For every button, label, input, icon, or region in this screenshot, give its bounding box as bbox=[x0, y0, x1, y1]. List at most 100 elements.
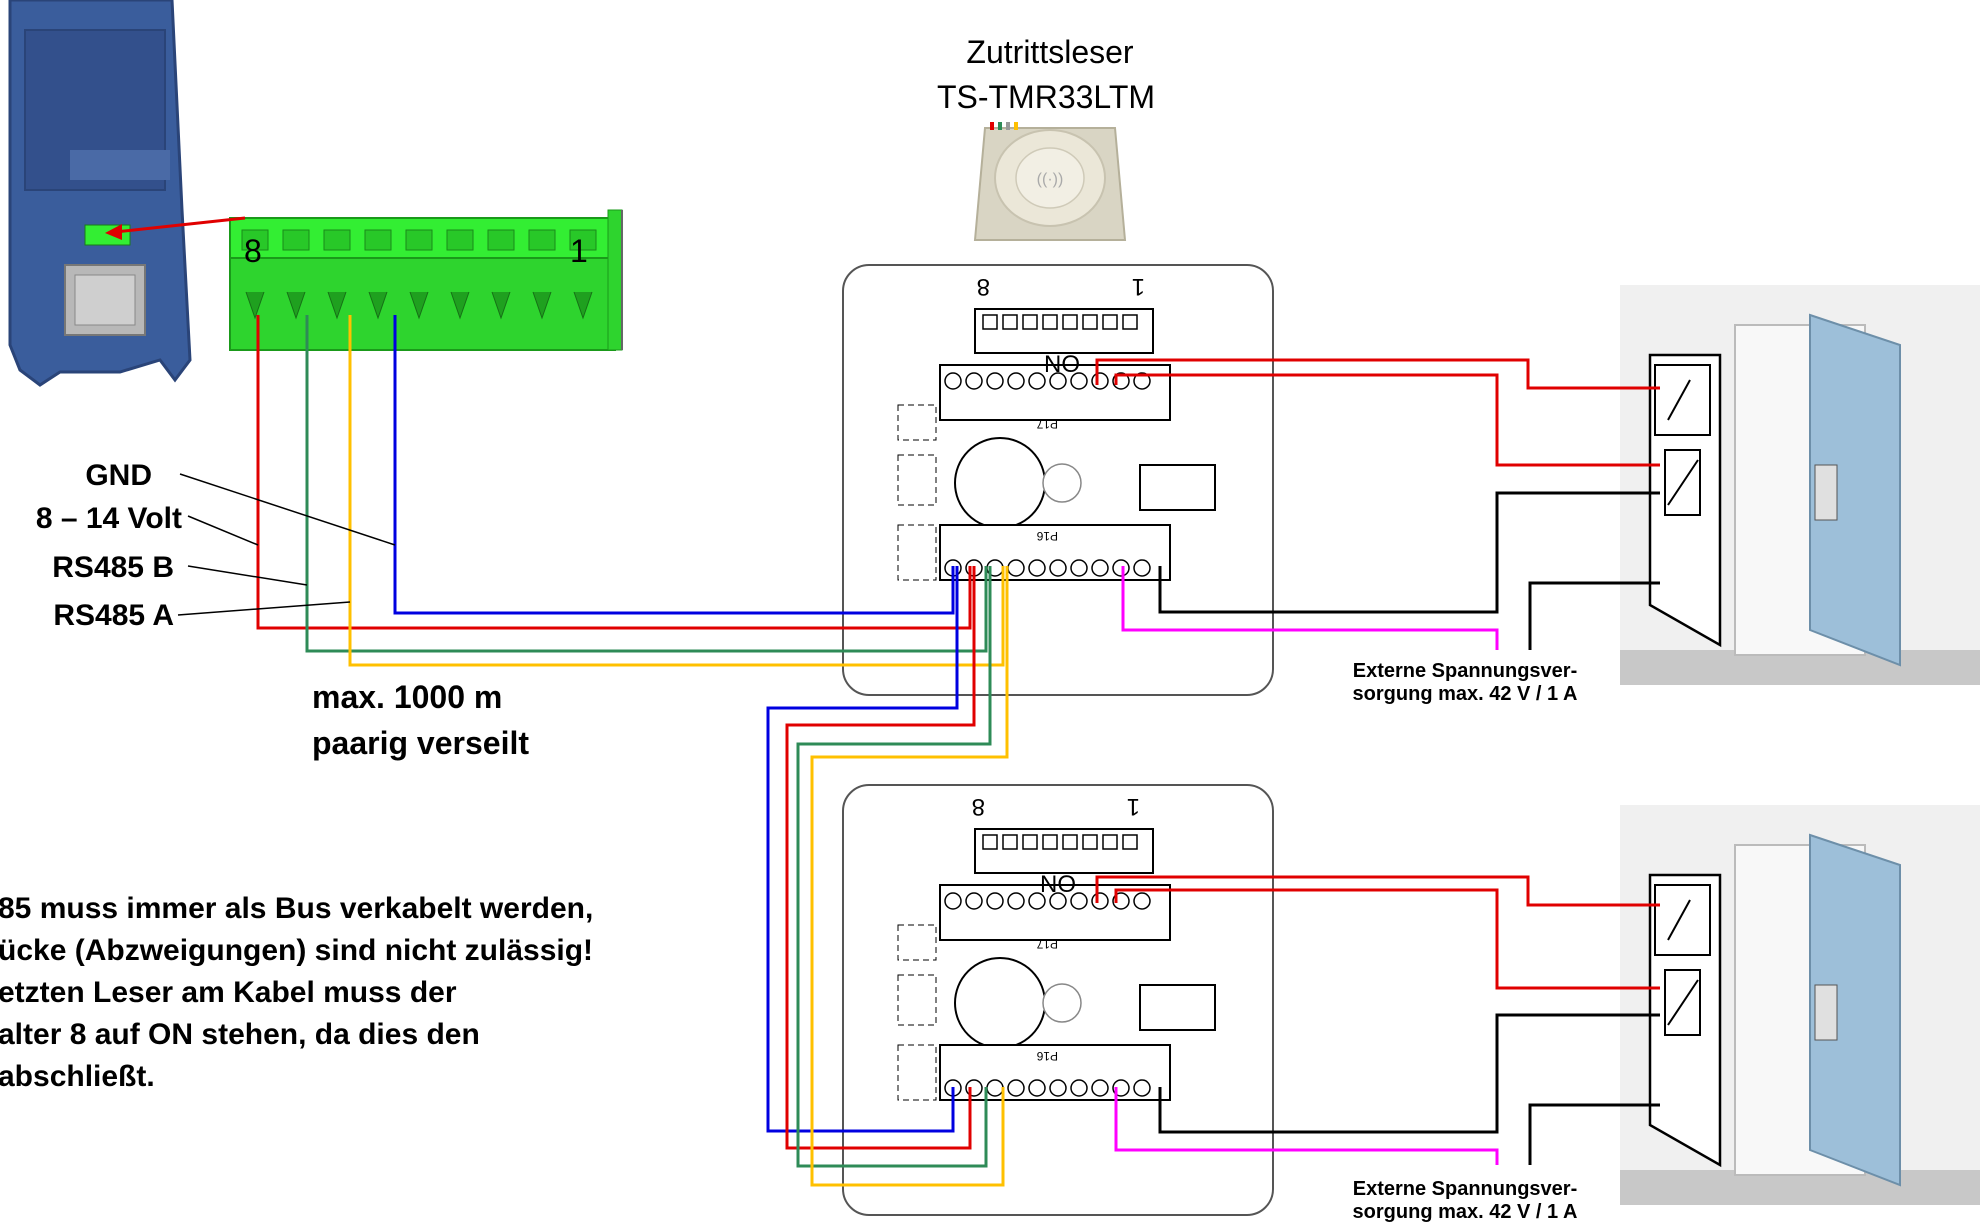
component bbox=[897, 924, 937, 961]
terminal-screw bbox=[986, 892, 1004, 910]
terminal-screw bbox=[1007, 892, 1025, 910]
terminal-screw bbox=[286, 291, 306, 320]
board1-dip-1-label: 1 bbox=[1132, 273, 1145, 300]
board2-p17-label: P17 bbox=[1036, 937, 1058, 951]
terminal-slot bbox=[487, 229, 515, 251]
board2-psu-line2: sorgung max. 42 V / 1 A bbox=[1353, 1201, 1578, 1223]
relay bbox=[1139, 984, 1216, 1031]
connector-pin-8-label: 8 bbox=[244, 233, 262, 269]
board2-psu-line1: Externe Spannungsver- bbox=[1353, 1178, 1578, 1200]
component bbox=[897, 454, 937, 506]
door-lock bbox=[1814, 984, 1838, 1041]
bus-wires bbox=[256, 315, 1660, 1187]
terminal-screw bbox=[327, 291, 347, 320]
label-power: 8 – 14 Volt bbox=[36, 502, 182, 535]
terminal-screw bbox=[368, 291, 388, 320]
connector-pin-1-label: 1 bbox=[570, 233, 588, 269]
buzzer bbox=[954, 957, 1046, 1049]
terminal-screw bbox=[965, 892, 983, 910]
terminal-screw bbox=[1049, 559, 1067, 577]
cable-note-line2: paarig verseilt bbox=[312, 725, 529, 761]
reader-device-image bbox=[973, 122, 1127, 241]
door-leaf bbox=[1809, 833, 1901, 1187]
door-illustration-1 bbox=[1620, 285, 1980, 685]
reader-housing-image bbox=[8, 0, 192, 387]
door-lock bbox=[1814, 464, 1838, 521]
reader-title-line1: Zutrittsleser bbox=[966, 34, 1133, 70]
dip-switch bbox=[1002, 314, 1018, 330]
bus-note-line5: abschließt. bbox=[0, 1060, 155, 1093]
controller-board-1 bbox=[842, 264, 1274, 696]
dip-switch bbox=[1002, 834, 1018, 850]
terminal-screw bbox=[1070, 1079, 1088, 1097]
terminal-screw bbox=[1070, 559, 1088, 577]
bus-note-line2: ücke (Abzweigungen) sind nicht zulässig! bbox=[0, 934, 593, 967]
label-gnd: GND bbox=[85, 459, 152, 492]
door-leaf bbox=[1809, 313, 1901, 667]
terminal-screw bbox=[1133, 372, 1151, 390]
dip-switch bbox=[1102, 834, 1118, 850]
terminal-screw bbox=[944, 892, 962, 910]
controller-board-2 bbox=[842, 784, 1274, 1216]
dip-switch bbox=[1022, 314, 1038, 330]
dip-switch bbox=[1022, 834, 1038, 850]
label-rs485-a: RS485 A bbox=[53, 599, 174, 632]
terminal-slot bbox=[405, 229, 433, 251]
terminal-screw bbox=[1007, 559, 1025, 577]
dip-switch bbox=[1062, 834, 1078, 850]
terminal-screw bbox=[1091, 892, 1109, 910]
board1-p17-label: P17 bbox=[1036, 417, 1058, 431]
bus-note-line4: alter 8 auf ON stehen, da dies den bbox=[0, 1018, 480, 1051]
terminal-screw bbox=[1049, 372, 1067, 390]
terminal-screw bbox=[1070, 372, 1088, 390]
terminal-screw bbox=[1133, 559, 1151, 577]
reader-logo-mark: ((·)) bbox=[1037, 171, 1064, 188]
terminal-screw bbox=[986, 372, 1004, 390]
connector-pointer-arrow bbox=[105, 216, 246, 240]
terminal-slot bbox=[528, 229, 556, 251]
terminal-slot bbox=[241, 229, 269, 251]
dip-switch bbox=[1122, 834, 1138, 850]
terminal-screw bbox=[1007, 372, 1025, 390]
terminal-screw bbox=[491, 291, 511, 320]
label-rs485-b: RS485 B bbox=[52, 551, 174, 584]
terminal-slot bbox=[446, 229, 474, 251]
terminal-screw bbox=[245, 291, 265, 320]
component bbox=[897, 524, 937, 581]
led bbox=[1042, 463, 1082, 503]
board2-p16-label: P16 bbox=[1036, 1049, 1058, 1063]
terminal-screw bbox=[532, 291, 552, 320]
led bbox=[1042, 983, 1082, 1023]
terminal-screw bbox=[1049, 892, 1067, 910]
terminal-screw bbox=[1133, 1079, 1151, 1097]
coil-mark bbox=[1667, 459, 1699, 506]
dip-switch bbox=[1102, 314, 1118, 330]
terminal-slot bbox=[282, 229, 310, 251]
terminal-screw bbox=[1091, 559, 1109, 577]
bus-note-line3: etzten Leser am Kabel muss der bbox=[0, 976, 457, 1009]
terminal-screw bbox=[965, 1079, 983, 1097]
terminal-screw bbox=[1091, 1079, 1109, 1097]
board2-dip-1-label: 1 bbox=[1127, 793, 1140, 820]
terminal-screw bbox=[1112, 559, 1130, 577]
dip-switch bbox=[1122, 314, 1138, 330]
reader-title-line2: TS-TMR33LTM bbox=[937, 79, 1155, 115]
dip-switch bbox=[982, 314, 998, 330]
dip-switch bbox=[1042, 834, 1058, 850]
dip-switch bbox=[982, 834, 998, 850]
component bbox=[897, 974, 937, 1026]
terminal-screw bbox=[450, 291, 470, 320]
door-switch bbox=[1654, 364, 1711, 436]
terminal-screw bbox=[986, 1079, 1004, 1097]
board1-psu-line1: Externe Spannungsver- bbox=[1353, 660, 1578, 682]
dip-switch bbox=[1082, 834, 1098, 850]
terminal-screw bbox=[965, 372, 983, 390]
board2-no-label: NO bbox=[1040, 871, 1076, 898]
dip-switch bbox=[1082, 314, 1098, 330]
relay bbox=[1139, 464, 1216, 511]
dip-switch bbox=[1042, 314, 1058, 330]
signal-leader-lines bbox=[177, 473, 396, 616]
terminal-screw bbox=[1028, 372, 1046, 390]
terminal-screw bbox=[1091, 372, 1109, 390]
